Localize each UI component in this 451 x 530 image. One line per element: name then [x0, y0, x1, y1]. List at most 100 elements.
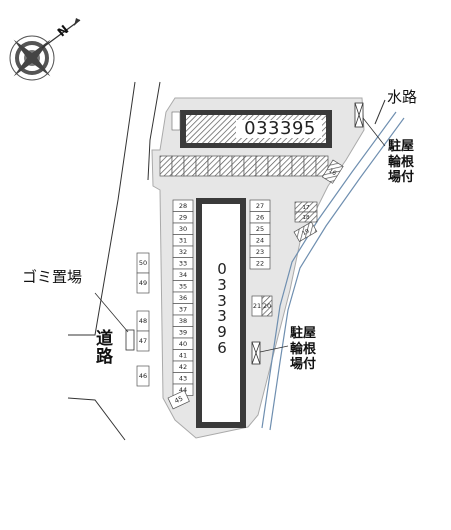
- parking-space-42: 42: [172, 360, 194, 373]
- parking-space-16: 16: [321, 159, 344, 184]
- parking-space-20: 20: [261, 295, 273, 317]
- water-channel-label: 水路: [387, 88, 418, 106]
- parking-space-17-label: 17: [303, 205, 310, 211]
- parking-space-23-label: 23: [256, 248, 264, 256]
- parking-space-42-label: 42: [179, 363, 187, 371]
- parking-space-36: 36: [172, 291, 194, 304]
- parking-space-49-label: 49: [139, 279, 147, 287]
- building-top-id: 033395: [244, 118, 316, 139]
- parking-space-35-label: 35: [179, 282, 187, 290]
- parking-space-45-label: 45: [173, 394, 184, 405]
- parking-space-33-label: 33: [179, 259, 187, 267]
- parking-space-27-label: 27: [256, 202, 264, 210]
- parking-space-top: [291, 155, 305, 177]
- parking-space-40-label: 40: [179, 340, 187, 348]
- bicycle-parking-top: [354, 102, 386, 147]
- parking-space-35: 35: [172, 280, 194, 293]
- parking-space-39-label: 39: [179, 328, 187, 336]
- parking-space-top: [303, 155, 317, 177]
- parking-space-28: 28: [172, 199, 194, 212]
- parking-space-44-label: 44: [179, 386, 187, 394]
- parking-space-34-label: 34: [179, 271, 187, 279]
- parking-space-top: [243, 155, 257, 177]
- parking-space-46: 46: [136, 365, 150, 387]
- parking-space-19-label: 19: [301, 228, 310, 237]
- building-top: [171, 110, 332, 148]
- bicycle-parking-top-label: 駐屋輪根場付: [388, 139, 414, 186]
- parking-space-48: 48: [136, 310, 150, 332]
- parking-space-17: 17: [294, 201, 318, 213]
- parking-space-top: [255, 155, 269, 177]
- parking-space-48-label: 48: [139, 317, 147, 325]
- bike-mid-line: 駐屋: [290, 326, 317, 341]
- parking-space-21-label: 21: [253, 302, 261, 310]
- parking-space-22-label: 22: [256, 259, 264, 267]
- parking-space-22: 22: [249, 257, 271, 270]
- bike-top-line: 場付: [388, 170, 415, 186]
- building-main-id-char: 0: [217, 260, 227, 278]
- parking-space-46-label: 46: [139, 372, 147, 380]
- parking-space-24: 24: [249, 234, 271, 247]
- parking-space-43: 43: [172, 372, 194, 385]
- parking-space-38: 38: [172, 314, 194, 327]
- parking-space-31-label: 31: [179, 236, 187, 244]
- parking-space-34: 34: [172, 268, 194, 281]
- road-label: 道路: [96, 329, 113, 367]
- parking-space-top: [279, 155, 293, 177]
- parking-space-36-label: 36: [179, 294, 187, 302]
- building-main-id-char: 3: [217, 291, 227, 310]
- building-main-id-char: 6: [217, 338, 227, 357]
- parking-spaces: 2829303132333435363738394041424344272625…: [136, 199, 273, 410]
- water-channel: [261, 111, 405, 431]
- parking-space-26-label: 26: [256, 213, 264, 221]
- parking-space-24-label: 24: [256, 236, 264, 244]
- road-lines: [67, 81, 161, 441]
- parking-space-40: 40: [172, 337, 194, 350]
- parking-space-23: 23: [249, 245, 271, 258]
- parking-space-16-label: 16: [327, 167, 337, 177]
- parking-space-32-label: 32: [179, 248, 187, 256]
- parking-space-47-label: 47: [139, 337, 147, 345]
- parking-space-25: 25: [249, 222, 271, 235]
- garbage-station: [94, 292, 135, 351]
- parking-space-top: [267, 155, 281, 177]
- parking-space-top: [159, 155, 173, 177]
- water-label-leader: [374, 99, 386, 125]
- garbage-station-label: ゴミ置場: [22, 268, 83, 286]
- parking-space-top: [183, 155, 197, 177]
- bike-mid-line: 場付: [290, 357, 317, 373]
- building-main-id-char: 3: [217, 307, 227, 326]
- road-line: 道: [96, 329, 113, 349]
- parking-space-top: [219, 155, 233, 177]
- parking-space-top: [315, 155, 329, 177]
- parking-space-30-label: 30: [179, 225, 187, 233]
- parking-space-50-label: 50: [139, 259, 147, 267]
- parking-space-41-label: 41: [179, 351, 187, 359]
- bike-top-line: 駐屋: [388, 139, 415, 154]
- parking-space-37: 37: [172, 303, 194, 316]
- parking-space-30: 30: [172, 222, 194, 235]
- parking-space-20-label: 20: [263, 302, 271, 310]
- parking-space-28-label: 28: [179, 202, 187, 210]
- road-line: 路: [96, 346, 113, 367]
- compass-icon: [9, 18, 81, 81]
- parking-space-45: 45: [167, 389, 190, 410]
- parking-space-31: 31: [172, 234, 194, 247]
- parking-space-top: [195, 155, 209, 177]
- parking-space-41: 41: [172, 349, 194, 362]
- building-main: [196, 198, 246, 428]
- parking-space-top: [171, 155, 185, 177]
- parking-space-top: [207, 155, 221, 177]
- parking-space-37-label: 37: [179, 305, 187, 313]
- parking-space-47: 47: [136, 330, 150, 352]
- parking-space-21: 21: [251, 295, 263, 317]
- parking-space-33: 33: [172, 257, 194, 270]
- parking-space-27: 27: [249, 199, 271, 212]
- parking-space-49: 49: [136, 272, 150, 294]
- bike-top-line: 輪根: [388, 154, 415, 170]
- parking-space-39: 39: [172, 326, 194, 339]
- parking-space-top: [231, 155, 245, 177]
